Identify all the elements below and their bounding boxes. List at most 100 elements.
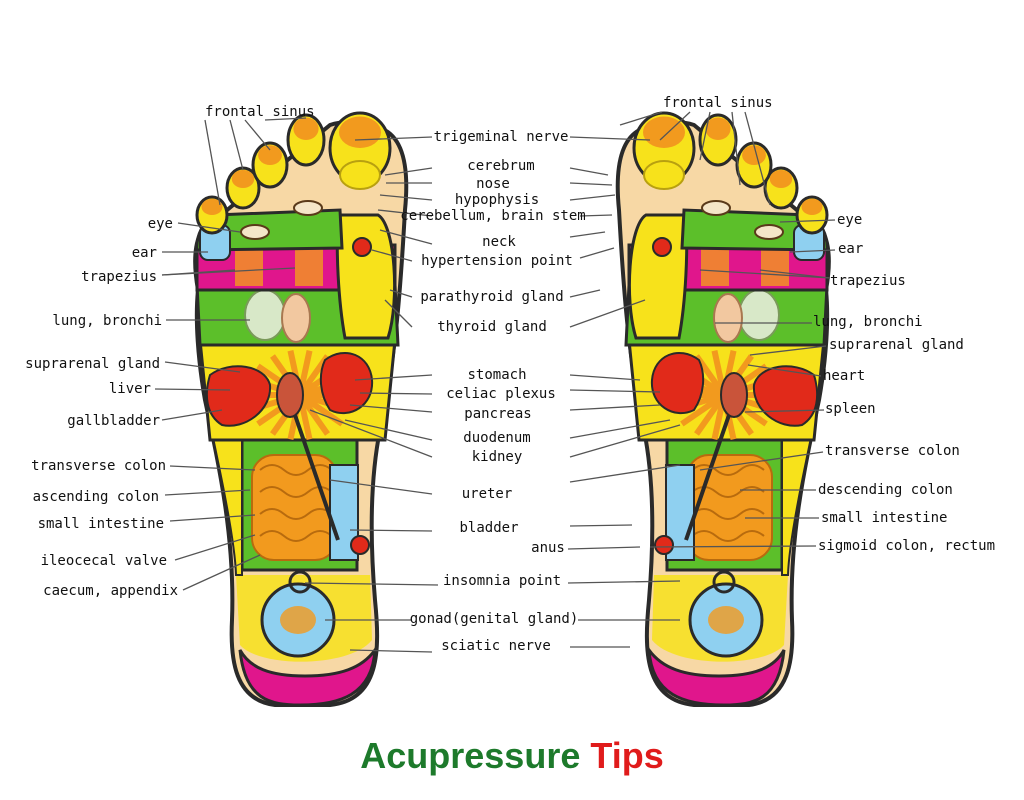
leader-line [379,229,433,245]
toe-tip [339,116,381,148]
anus-point [350,535,370,555]
label-stomach: stomach [467,367,527,383]
trapezius-figure [235,248,263,286]
toe-tip [705,117,731,140]
leader-line [344,419,433,441]
label-left-small-intestine: small intestine [37,516,164,532]
leader-line [177,222,241,233]
intestine-loop [259,530,333,542]
label-left-caecum-appendix: caecum, appendix [43,583,178,599]
leader-line [389,289,413,298]
label-hypertension-point: hypertension point [421,253,573,269]
leader-line [244,119,271,151]
intestine-loop [691,464,765,476]
eye [701,200,731,216]
gonad [708,606,744,634]
label-left-suprarenal-gland: suprarenal gland [25,356,160,372]
leader-line [699,111,711,161]
intestine-loop [259,464,333,476]
label-anus: anus [531,540,565,556]
kidney [276,372,304,418]
left-foot [193,111,409,707]
label-hypophysis: hypophysis [454,192,540,208]
plexus-ray [694,393,727,436]
stomach [319,351,374,415]
label-right-frontal-sinus: frontal sinus [663,95,773,111]
label-trigeminal-nerve: trigeminal nerve [433,129,569,145]
trapezius-figure [295,248,323,286]
lung-right [281,293,311,343]
page-title: Acupressure Tips [0,735,1024,777]
intestine-loop [259,508,333,520]
toe-tip [293,117,319,140]
stomach [650,351,705,415]
intestines [251,454,338,561]
label-gonad: gonad(genital gland) [409,611,579,627]
leader-line [579,214,613,217]
leader-line [154,388,231,391]
leader-line [359,392,433,395]
label-bladder: bladder [459,520,519,536]
label-left-liver: liver [108,381,151,397]
leader-line [659,111,691,141]
leader-line [569,289,601,298]
label-cerebellum-brain-stem: cerebellum, brain stem [400,208,586,224]
leader-line [161,267,296,276]
leader-line [569,464,681,483]
plexus-ray [297,393,330,436]
toe-tip [643,116,685,148]
toe-tip [801,198,823,215]
leader-line [569,389,661,393]
leader-line [569,404,661,411]
label-right-spleen: spleen [825,401,876,417]
hypertension-point [352,237,372,257]
label-left-ileocecal-valve: ileocecal valve [40,553,167,569]
title-word-tips: Tips [590,735,664,776]
eye [754,224,784,240]
lung [244,289,286,341]
leader-line [744,111,771,206]
eye [240,224,270,240]
label-left-frontal-sinus: frontal sinus [205,104,315,120]
leader-line [569,182,613,186]
leader-line [371,249,413,262]
leader-line [569,424,681,458]
leader-line [309,409,433,458]
label-insomnia-point: insomnia point [442,573,562,589]
trapezius-figure [761,248,789,286]
lung [738,289,780,341]
leader-line [569,374,641,381]
insomnia-point [288,570,312,594]
label-left-trapezius: trapezius [81,269,157,285]
leader-line [349,529,433,532]
lung-right [713,293,743,343]
label-left-ascending-colon: ascending colon [32,489,159,505]
leader-line [354,136,433,141]
leader-line [569,231,606,238]
leader-line [569,194,616,201]
leader-line [204,119,221,206]
leader-line [747,364,822,377]
leader-line [169,514,256,522]
leader-line [567,546,641,550]
leader-line [699,269,831,279]
leader-line [379,194,433,201]
leader-line [749,345,827,356]
leader-lines [154,111,836,653]
leader-line [384,167,433,176]
leader-line [779,219,836,223]
intestine-loop [691,530,765,542]
hypertension-point [652,237,672,257]
label-neck: neck [482,234,516,250]
cerebrum [339,160,381,190]
leader-line [304,582,439,586]
leader-line [789,249,836,253]
toe-tip [231,170,255,188]
leader-line [164,361,241,373]
ureter [293,414,340,541]
label-left-gallbladder: gallbladder [67,413,160,429]
cerebrum [643,160,685,190]
label-right-ear: ear [838,241,864,257]
